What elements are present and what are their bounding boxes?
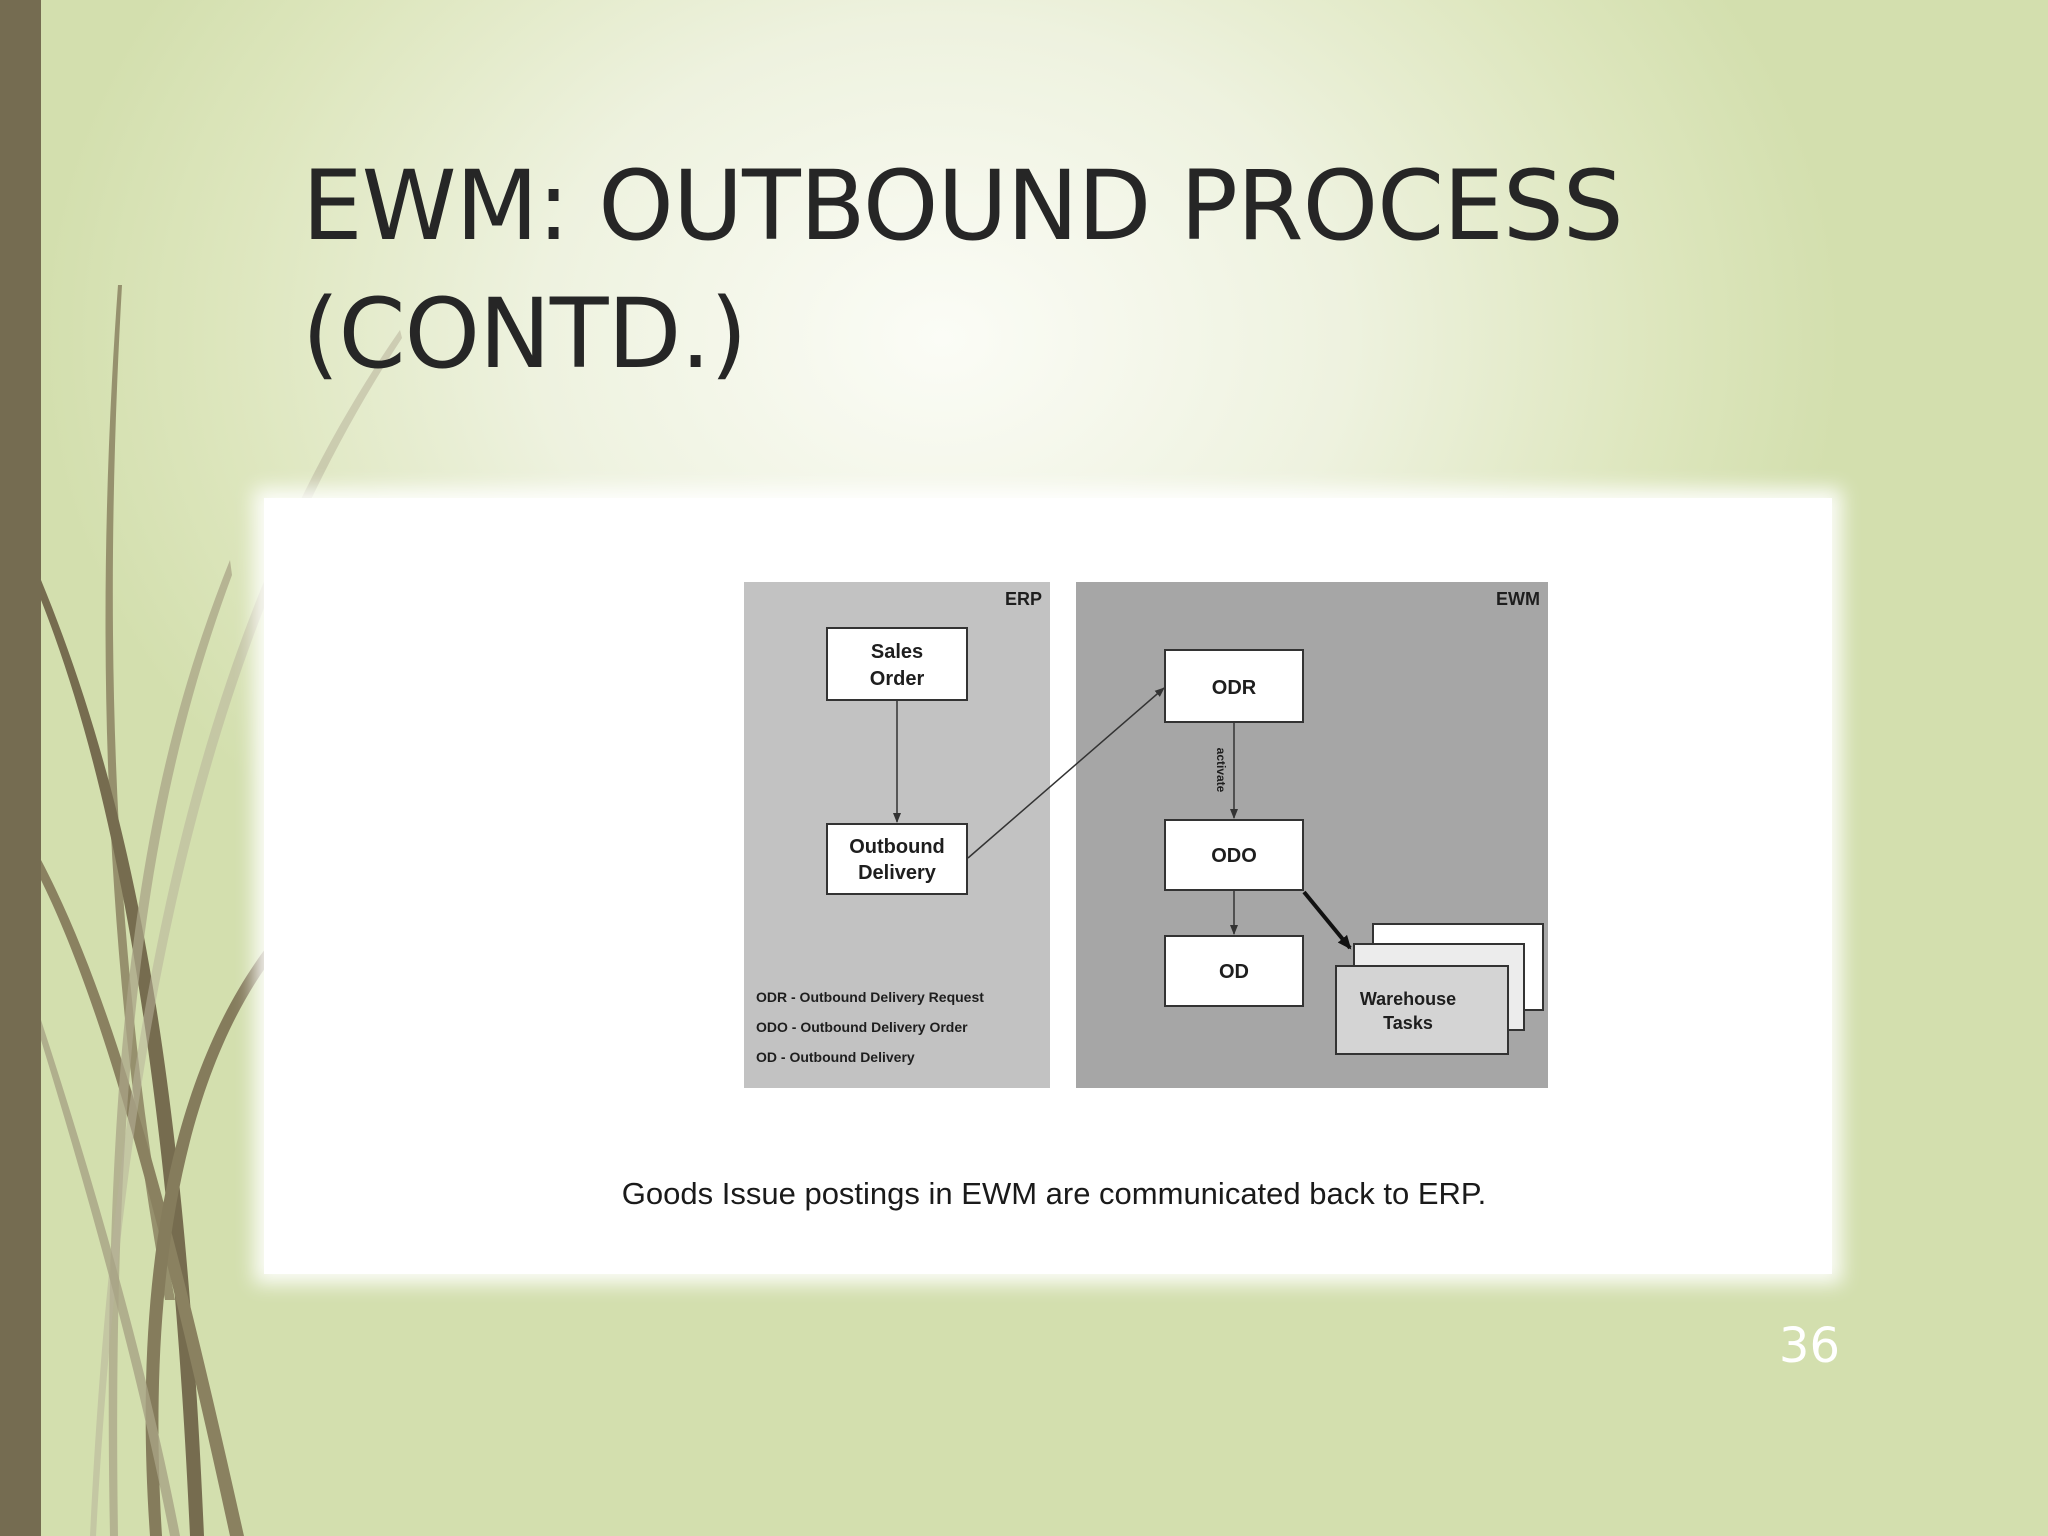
warehouse-tasks-box — [1335, 965, 1509, 1055]
legend-odo: ODO - Outbound Delivery Order — [756, 1019, 968, 1035]
warehouse-tasks-label-1: Warehouse — [1360, 989, 1456, 1009]
activate-label: activate — [1214, 748, 1228, 793]
sales-order-label-2: Order — [870, 668, 925, 690]
odo-box — [1164, 819, 1304, 891]
legend-od: OD - Outbound Delivery — [756, 1049, 915, 1065]
odr-label: ODR — [1212, 677, 1257, 699]
legend-odr: ODR - Outbound Delivery Request — [756, 989, 984, 1005]
sales-order-box — [826, 627, 968, 701]
od-box — [1164, 935, 1304, 1007]
sales-order-label-1: Sales — [871, 641, 923, 663]
warehouse-tasks-label-2: Tasks — [1383, 1013, 1433, 1033]
title-line-2: (CONTD.) — [302, 278, 747, 390]
odr-box — [1164, 649, 1304, 723]
grass-decoration — [41, 285, 402, 1536]
slide-number: 36 — [1778, 1318, 1840, 1374]
figure-panel: ERP EWM Sales Order Outbound Delivery OD… — [264, 498, 1832, 1274]
arrow-outbound-delivery-to-odr — [967, 687, 1165, 859]
od-label: OD — [1219, 961, 1249, 983]
figure-caption: Goods Issue postings in EWM are communic… — [621, 1176, 1487, 1211]
erp-panel-label: ERP — [1005, 589, 1042, 609]
title-line-1: EWM: OUTBOUND PROCESS — [302, 150, 1624, 262]
outbound-delivery-box — [826, 823, 968, 895]
outbound-delivery-label-1: Outbound — [849, 836, 945, 858]
outbound-process-diagram: ERP EWM Sales Order Outbound Delivery OD… — [744, 582, 1548, 1088]
left-decorative-bar — [0, 0, 41, 1536]
outbound-delivery-label-2: Delivery — [858, 862, 937, 884]
arrow-odo-to-warehouse-tasks — [1302, 890, 1352, 950]
odo-label: ODO — [1211, 845, 1257, 867]
slide-title: EWM: OUTBOUND PROCESS (CONTD.) — [302, 142, 1802, 398]
ewm-panel-label: EWM — [1496, 589, 1540, 609]
